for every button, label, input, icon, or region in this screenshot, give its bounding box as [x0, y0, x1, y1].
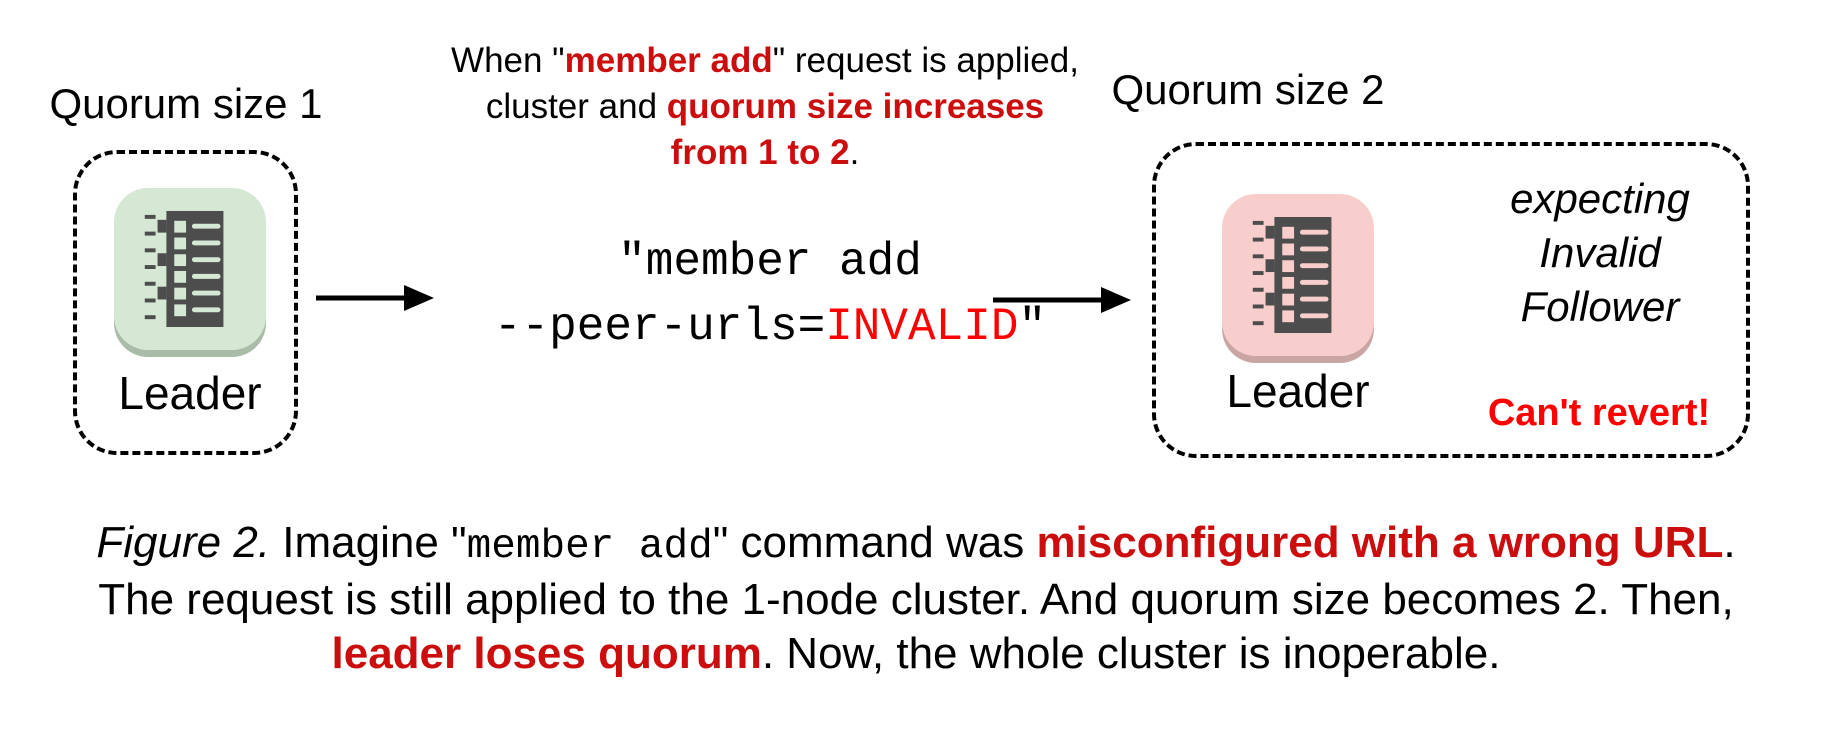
cant-revert-warning: Can't revert!: [1487, 392, 1711, 434]
command-line-2: --peer-urls=INVALID": [493, 301, 1047, 354]
right-leader-label: Leader: [1226, 365, 1370, 417]
arrow-right-icon: [316, 285, 434, 311]
invalid-url-value: INVALID: [825, 301, 1019, 354]
expecting-invalid-follower-note: expecting Invalid Follower: [1510, 175, 1690, 330]
caption-line-2: The request is still applied to the 1-no…: [98, 574, 1734, 624]
caption-line-1: Figure 2. Imagine "member add" command w…: [96, 518, 1736, 570]
command-line-1: "member add: [618, 236, 922, 288]
member-add-command: "member add --peer-urls=INVALID": [440, 230, 1100, 361]
left-leader-label: Leader: [118, 367, 262, 419]
figure-number: Figure 2.: [96, 518, 271, 567]
figure-caption: Figure 2. Imagine "member add" command w…: [0, 516, 1832, 682]
left-cluster-title: Quorum size 1: [49, 80, 323, 127]
annotation-line-1: When "member add" request is applied,: [451, 41, 1079, 80]
server-list-icon: [114, 188, 266, 350]
right-cluster-title: Quorum size 2: [1111, 66, 1385, 113]
caption-line-3: leader loses quorum. Now, the whole clus…: [331, 629, 1501, 679]
arrow-right-icon: [993, 287, 1131, 313]
annotation-line-2: cluster and quorum size increases: [485, 87, 1045, 127]
member-add-annotation: When "member add" request is applied, cl…: [440, 38, 1090, 177]
annotation-line-3: from 1 to 2.: [670, 133, 860, 173]
left-cluster-box: Leader: [73, 150, 298, 455]
server-list-icon: [1222, 194, 1374, 356]
right-cluster-box: Leader expecting Invalid Follower Can't …: [1152, 142, 1750, 458]
